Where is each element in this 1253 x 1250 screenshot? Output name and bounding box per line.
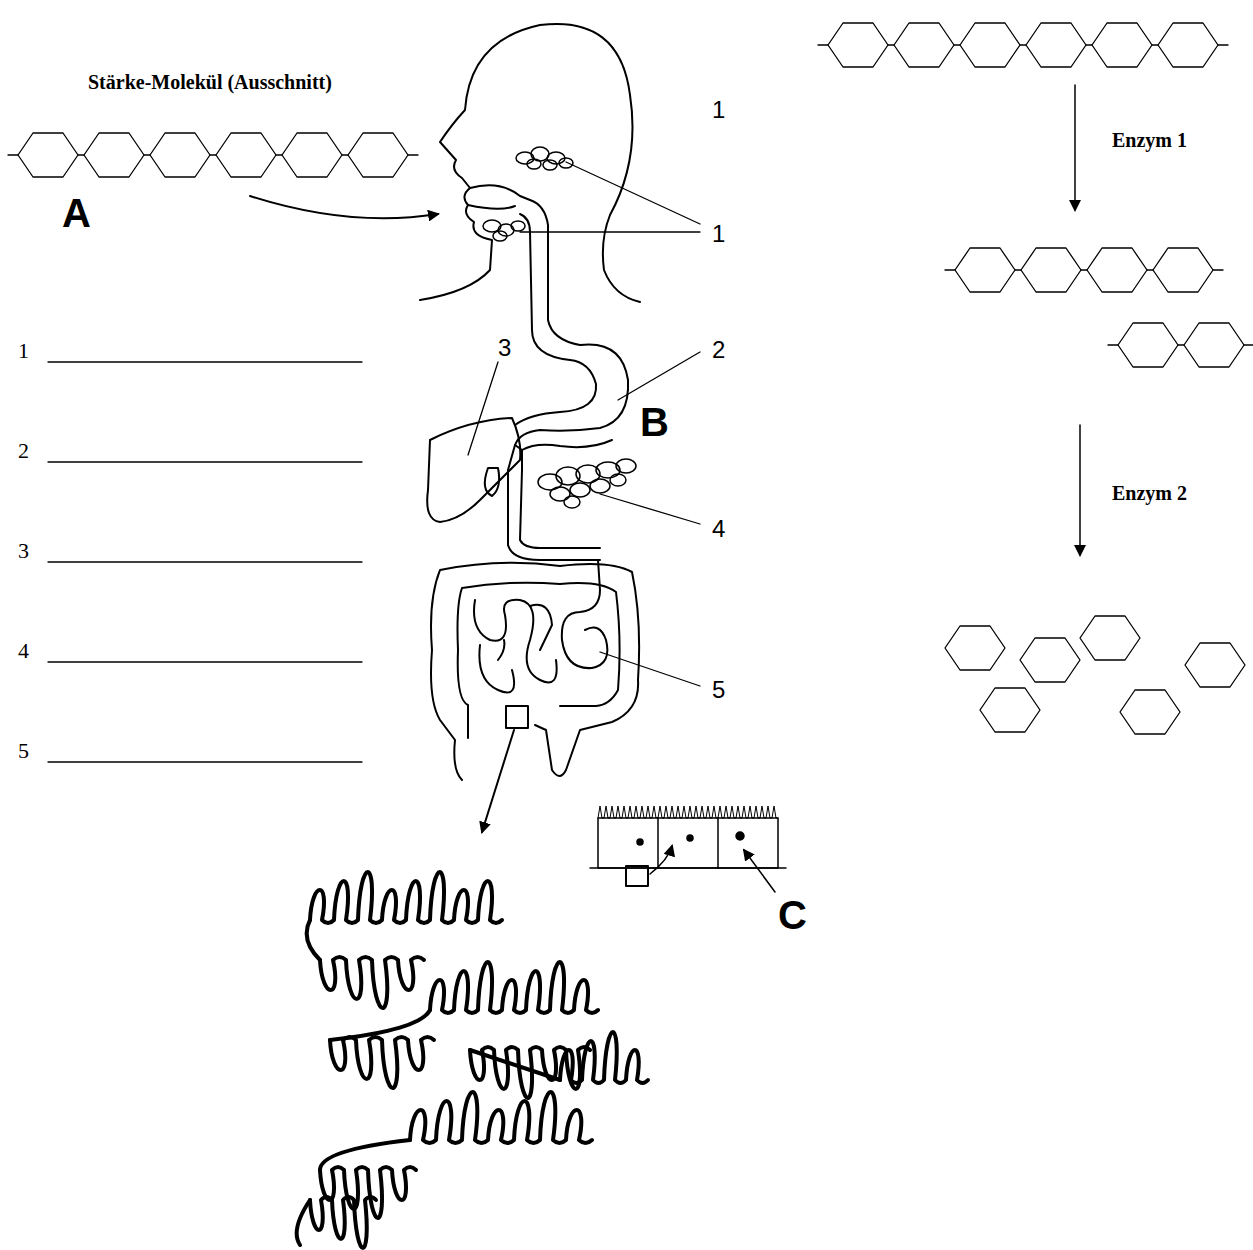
letter-marker: A	[62, 193, 91, 233]
bond	[1152, 44, 1158, 45]
bond	[78, 154, 84, 155]
enzyme-label: Enzym 1	[1112, 130, 1187, 150]
bond	[342, 154, 348, 155]
letter-marker: C	[778, 895, 807, 935]
intestinal-villi	[330, 1037, 434, 1088]
intestinal-villi	[430, 962, 598, 1013]
glucose-ring	[282, 133, 342, 177]
glucose-ring	[945, 626, 1005, 670]
intestinal-villi	[560, 1032, 648, 1083]
pointer-arrow	[744, 850, 775, 892]
glucose-ring	[1021, 248, 1081, 292]
callout-number: 5	[712, 678, 725, 702]
large-intestine	[431, 563, 639, 780]
bond	[954, 44, 960, 45]
glucose-ring	[1120, 690, 1180, 734]
bond	[818, 44, 828, 45]
bond	[210, 154, 216, 155]
glucose-ring	[1020, 638, 1080, 682]
bond	[1218, 44, 1228, 45]
callout-number: 1	[712, 222, 725, 246]
reaction-arrow	[1079, 425, 1081, 555]
letter-marker: B	[640, 402, 669, 442]
epithelium-inset	[590, 818, 786, 868]
bond	[1081, 269, 1087, 270]
glucose-ring	[18, 133, 78, 177]
small-intestine	[474, 560, 607, 693]
intestinal-villi	[410, 1092, 592, 1143]
mouth	[468, 185, 530, 208]
answer-number: 4	[18, 640, 29, 662]
glucose-ring	[1087, 248, 1147, 292]
bond	[888, 44, 894, 45]
glucose-ring	[894, 23, 954, 67]
callout-number: 2	[712, 338, 725, 362]
answer-number: 5	[18, 740, 29, 762]
bond	[1213, 269, 1223, 270]
bond	[408, 154, 418, 155]
bond	[276, 154, 282, 155]
answer-number: 3	[18, 540, 29, 562]
salivary-gland	[483, 147, 573, 241]
bond	[1108, 344, 1118, 345]
bond	[1015, 269, 1021, 270]
bond	[945, 269, 955, 270]
glucose-ring	[1080, 616, 1140, 660]
intestinal-villi	[310, 872, 502, 923]
intestinal-villi	[320, 957, 424, 1008]
intestinal-villi	[310, 1197, 376, 1248]
answer-line	[48, 362, 362, 762]
liver	[427, 418, 520, 522]
zoom-frame	[506, 706, 528, 728]
callout-number: 3	[498, 336, 511, 360]
callout-number: 4	[712, 517, 725, 541]
molecule-title: Stärke-Molekül (Ausschnitt)	[88, 72, 332, 92]
glucose-ring	[1026, 23, 1086, 67]
intestinal-wall	[297, 920, 560, 1245]
esophagus	[520, 200, 580, 360]
glucose-ring	[828, 23, 888, 67]
zoom-arrow	[650, 846, 672, 874]
glucose-ring	[1118, 323, 1178, 367]
glucose-ring	[1153, 248, 1213, 292]
bond	[1147, 269, 1153, 270]
bond	[144, 154, 150, 155]
zoom-frame	[626, 866, 648, 886]
bond	[1244, 344, 1253, 345]
duodenum	[508, 445, 600, 560]
reaction-arrow	[1074, 85, 1076, 210]
glucose-ring	[150, 133, 210, 177]
bond	[1086, 44, 1092, 45]
bond	[1020, 44, 1026, 45]
glucose-ring	[955, 248, 1015, 292]
glucose-ring	[1158, 23, 1218, 67]
stomach	[515, 344, 628, 450]
glucose-ring	[1092, 23, 1152, 67]
glucose-ring	[84, 133, 144, 177]
zoom-arrow	[482, 730, 514, 832]
leader-line	[468, 162, 700, 686]
food-arrow	[250, 196, 438, 218]
gallbladder	[485, 468, 499, 496]
glucose-ring	[1184, 323, 1244, 367]
glucose-ring	[348, 133, 408, 177]
glucose-ring	[1185, 643, 1245, 687]
microvilli	[598, 806, 778, 818]
glucose-ring	[216, 133, 276, 177]
callout-number: 1	[712, 98, 725, 122]
bond	[1178, 344, 1184, 345]
answer-number: 2	[18, 440, 29, 462]
enzyme-label: Enzym 2	[1112, 483, 1187, 503]
bond	[8, 154, 18, 155]
glucose-ring	[960, 23, 1020, 67]
answer-number: 1	[18, 340, 29, 362]
glucose-ring	[980, 688, 1040, 732]
